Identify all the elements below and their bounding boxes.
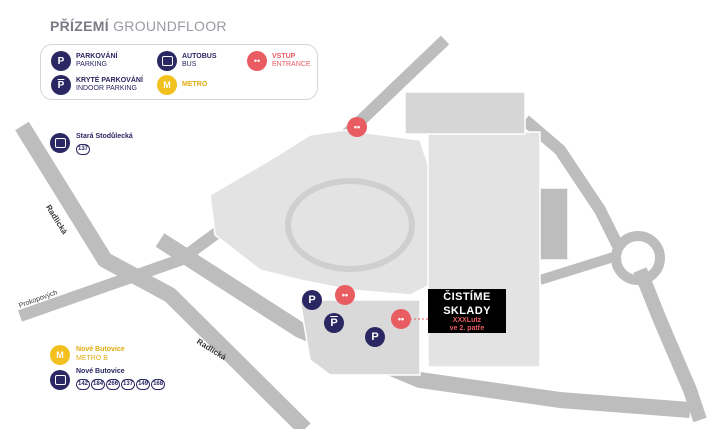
route-badge: 137 (121, 379, 136, 390)
promo-line3: XXXLutz (452, 317, 482, 324)
promo-line4: ve 2. patře (449, 325, 485, 332)
legend-bus-en: BUS (182, 61, 197, 68)
road-east-link (538, 250, 622, 285)
route-badge: 184 (91, 379, 106, 390)
bus-icon (157, 51, 177, 71)
stop-metro-label: Nové Butovice METRO B (76, 345, 125, 363)
legend-indoor-en: INDOOR PARKING (76, 85, 137, 92)
entrance-pin-east[interactable]: •• (391, 309, 411, 329)
metro-stop-icon[interactable]: M (50, 345, 70, 365)
mall-west-wing (209, 129, 431, 296)
stop-metro-line: METRO B (76, 355, 108, 362)
road-radlicka-lower (155, 233, 691, 418)
atrium-ring (285, 178, 415, 272)
indoor-parking-pin[interactable]: P (324, 313, 344, 333)
route-badge: 168 (151, 379, 166, 390)
promo-line2: SKLADY (443, 305, 491, 317)
roundabout (611, 231, 665, 285)
entrance-icon: •• (247, 51, 267, 71)
road-east (521, 115, 626, 253)
promo-banner[interactable]: ČISTÍME SKLADY XXXLutz ve 2. patře (428, 289, 506, 333)
legend-metro-cz: METRO (182, 81, 208, 88)
stop-metro-name: Nové Butovice (76, 346, 125, 353)
bus-stop-icon-2[interactable] (50, 370, 70, 390)
legend-parking-cz: PARKOVÁNÍ (76, 53, 118, 60)
legend-indoor-cz: KRYTÉ PARKOVÁNÍ (76, 77, 143, 84)
stop-stara-name: Stará Stodůlecká (76, 133, 133, 140)
road-east-lower (633, 267, 707, 423)
bus-stop-icon[interactable] (50, 133, 70, 153)
route-badge: 137 (76, 144, 91, 155)
route-badge: 142 (76, 379, 91, 390)
mall-north-annex (404, 91, 526, 135)
title-light: GROUNDFLOOR (113, 18, 227, 34)
parking-building (539, 187, 569, 261)
legend-entrance-en: ENTRANCE (272, 61, 311, 68)
page-title: PŘÍZEMÍ GROUNDFLOOR (50, 18, 227, 34)
stop-nove-bus-name: Nové Butovice (76, 368, 125, 375)
route-badge: 149 (136, 379, 151, 390)
parking-pin-2[interactable]: P (365, 327, 385, 347)
indoor-parking-icon: P (51, 75, 71, 95)
entrance-pin-south[interactable]: •• (335, 285, 355, 305)
promo-line1: ČISTÍME (443, 291, 491, 303)
metro-icon: M (157, 75, 177, 95)
route-badge: 266 (106, 379, 121, 390)
entrance-pin-north[interactable]: •• (347, 117, 367, 137)
legend-metro: M METRO (157, 75, 207, 95)
parking-pin[interactable]: P (302, 290, 322, 310)
legend-bus-cz: AUTOBUS (182, 53, 217, 60)
parking-icon: P (51, 51, 71, 71)
legend-parking-en: PARKING (76, 61, 107, 68)
stop-stara-label: Stará Stodůlecká 137 (76, 132, 133, 155)
title-bold: PŘÍZEMÍ (50, 18, 109, 34)
legend-entrance-cz: VSTUP (272, 53, 296, 60)
